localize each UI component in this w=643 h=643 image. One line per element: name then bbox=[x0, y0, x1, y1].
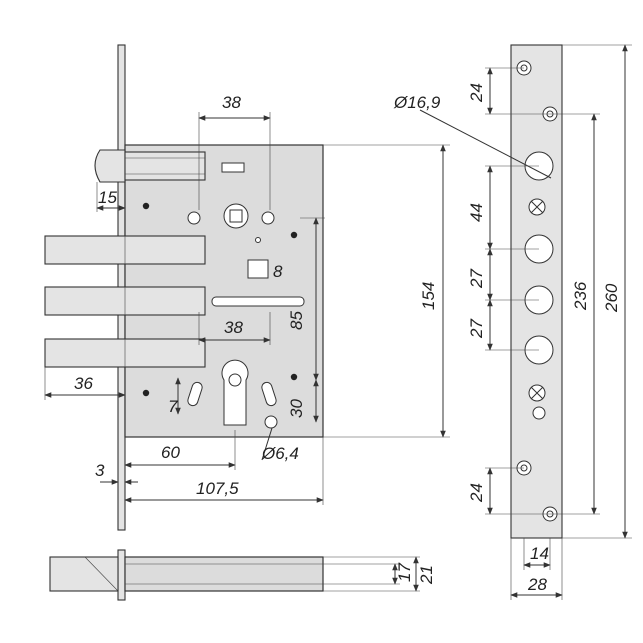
dim-small-offset: 7 bbox=[168, 397, 178, 416]
dim-cylinder-offset: 30 bbox=[287, 399, 306, 418]
faceplate-view: Ø16,9 24 44 27 27 24 236 260 14 bbox=[393, 44, 632, 600]
dim-square: 8 bbox=[273, 262, 283, 281]
lower-hole bbox=[264, 415, 278, 429]
square-hole bbox=[247, 259, 269, 279]
oblong-slot-left bbox=[187, 381, 203, 407]
side-view: 17 21 bbox=[49, 549, 436, 601]
dim-gap-27a: 27 bbox=[467, 269, 486, 289]
dim-top-spacing: 24 bbox=[467, 83, 486, 103]
dim-faceplate-length: 260 bbox=[602, 283, 621, 313]
dim-body-height: 154 bbox=[419, 282, 438, 310]
cross-screw-bottom bbox=[528, 384, 546, 402]
dim-gap-27b: 27 bbox=[467, 319, 486, 339]
screw-marks bbox=[142, 202, 298, 397]
dim-hole-diameter: Ø6,4 bbox=[261, 444, 299, 463]
cross-screw-top bbox=[528, 198, 546, 216]
dim-spindle-cyl: 38 bbox=[222, 93, 241, 112]
dim-faceplate-thickness: 3 bbox=[95, 461, 105, 480]
small-dot bbox=[255, 237, 261, 243]
deadbolt-bottom bbox=[44, 338, 206, 368]
latch-bolt bbox=[94, 149, 206, 183]
front-view: 38 15 8 38 36 7 85 30 Ø6,4 60 bbox=[44, 44, 450, 531]
dim-latch-offset: 15 bbox=[98, 188, 117, 207]
dim-bolt-projection: 36 bbox=[74, 374, 93, 393]
deadbolt-top bbox=[44, 235, 206, 265]
dim-slot-spacing: 38 bbox=[224, 318, 243, 337]
left-hole bbox=[187, 211, 201, 225]
horizontal-slot bbox=[211, 296, 305, 307]
dim-gap-44: 44 bbox=[467, 203, 486, 222]
top-slot bbox=[221, 162, 245, 173]
right-hole bbox=[261, 211, 275, 225]
dim-body-depth: 107,5 bbox=[196, 479, 239, 498]
dim-strike-length: 236 bbox=[571, 281, 590, 311]
spindle-square bbox=[229, 209, 243, 223]
dim-faceplate-width: 28 bbox=[527, 575, 547, 594]
dim-cylinder-height: 85 bbox=[287, 311, 306, 330]
dim-side-total: 21 bbox=[417, 565, 436, 585]
dim-bottom-spacing: 24 bbox=[467, 483, 486, 503]
dim-side-thickness: 17 bbox=[395, 563, 414, 582]
cylinder-keyhole bbox=[221, 359, 249, 426]
dim-inner-width: 14 bbox=[530, 544, 549, 563]
oblong-slot-right bbox=[261, 381, 277, 407]
dim-backset-60: 60 bbox=[161, 443, 180, 462]
dim-hole-16-9: Ø16,9 bbox=[393, 93, 441, 112]
deadbolt-middle bbox=[44, 286, 206, 316]
